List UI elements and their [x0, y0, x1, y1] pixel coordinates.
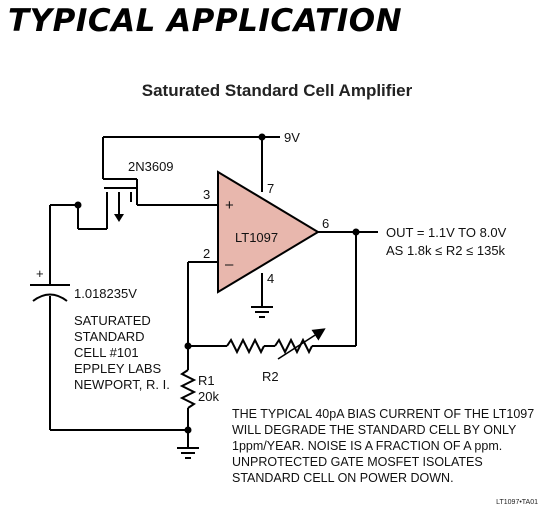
- cell-desc-line: NEWPORT, R. I.: [74, 377, 170, 392]
- output-wire: [318, 228, 378, 346]
- r1-name: R1: [198, 373, 215, 388]
- cell-desc-line: CELL #101: [74, 345, 139, 360]
- cell-value: 1.018235V: [74, 286, 137, 301]
- caption-line: UNPROTECTED GATE MOSFET ISOLATES: [232, 455, 483, 469]
- opamp-label: LT1097: [235, 230, 278, 245]
- output-label-line1: OUT = 1.1V TO 8.0V: [386, 225, 507, 240]
- r2-label: R2: [262, 369, 279, 384]
- caption: THE TYPICAL 40pA BIAS CURRENT OF THE LT1…: [232, 406, 552, 486]
- mosfet-label: 2N3609: [128, 159, 174, 174]
- mosfet-symbol: [74, 137, 138, 230]
- caption-line: WILL DEGRADE THE STANDARD CELL BY ONLY: [232, 423, 517, 437]
- cell-desc-line: EPPLEY LABS: [74, 361, 162, 376]
- r1-value: 20k: [198, 389, 219, 404]
- opamp-plus-symbol: +: [225, 197, 234, 214]
- pin-6-label: 6: [322, 216, 329, 231]
- header-title: TYPICAL APPLICATION: [8, 3, 403, 39]
- pin-4-label: 4: [267, 271, 274, 286]
- output-label-line2: AS 1.8k ≤ R2 ≤ 135k: [386, 243, 506, 258]
- pin-7-label: 7: [267, 181, 274, 196]
- feedback-path: [184, 328, 356, 360]
- diagram-title: Saturated Standard Cell Amplifier: [141, 81, 413, 100]
- standard-cell-symbol: [30, 284, 70, 430]
- cell-plus-sign: +: [36, 266, 44, 281]
- r2-adjust-arrow: [277, 328, 326, 360]
- caption-line: 1ppm/YEAR. NOISE IS A FRACTION OF A ppm.: [232, 439, 503, 453]
- opamp-minus-symbol: –: [225, 256, 234, 273]
- opamp-triangle: [217, 170, 320, 294]
- pin-3-label: 3: [203, 187, 210, 202]
- pin-2-label: 2: [203, 246, 210, 261]
- supply-label: 9V: [284, 130, 300, 145]
- caption-line: THE TYPICAL 40pA BIAS CURRENT OF THE LT1…: [232, 407, 535, 421]
- bottom-ground: [50, 426, 199, 459]
- supply-rail: [103, 133, 280, 192]
- caption-line: STANDARD CELL ON POWER DOWN.: [232, 471, 454, 485]
- opamp-ground: [251, 273, 273, 318]
- cell-desc-line: STANDARD: [74, 329, 145, 344]
- figure-reference: LT1097•TA01: [496, 499, 538, 506]
- cell-desc-line: SATURATED: [74, 313, 151, 328]
